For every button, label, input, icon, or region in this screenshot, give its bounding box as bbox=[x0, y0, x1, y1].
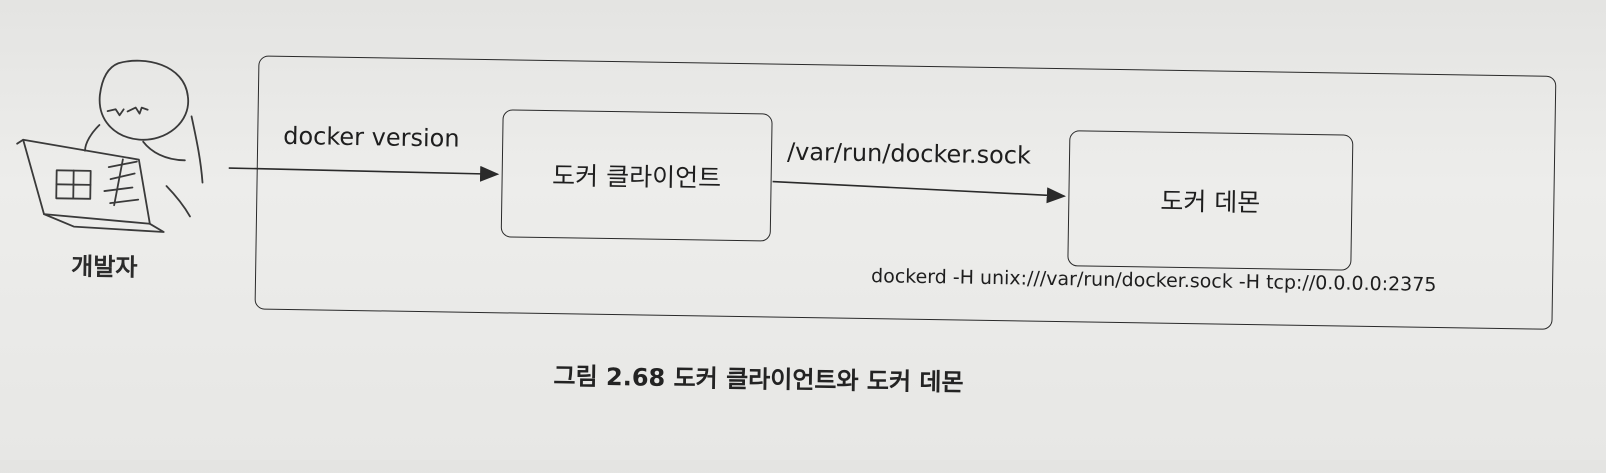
command-label: docker version bbox=[283, 121, 460, 153]
socket-path-label: /var/run/docker.sock bbox=[786, 137, 1032, 170]
docker-daemon-label: 도커 데몬 bbox=[1160, 186, 1261, 218]
developer-icon bbox=[16, 59, 204, 233]
docker-client-label: 도커 클라이언트 bbox=[551, 161, 722, 193]
socket-arrow bbox=[772, 180, 1067, 204]
figure-caption: 그림 2.68 도커 클라이언트와 도커 데몬 bbox=[553, 362, 964, 397]
docker-client-node: 도커 클라이언트 bbox=[500, 109, 773, 242]
command-arrow bbox=[228, 165, 500, 182]
book-page: 개발자 docker version /var/run/docker.sock … bbox=[16, 55, 1557, 397]
docker-daemon-node: 도커 데몬 bbox=[1067, 130, 1354, 271]
